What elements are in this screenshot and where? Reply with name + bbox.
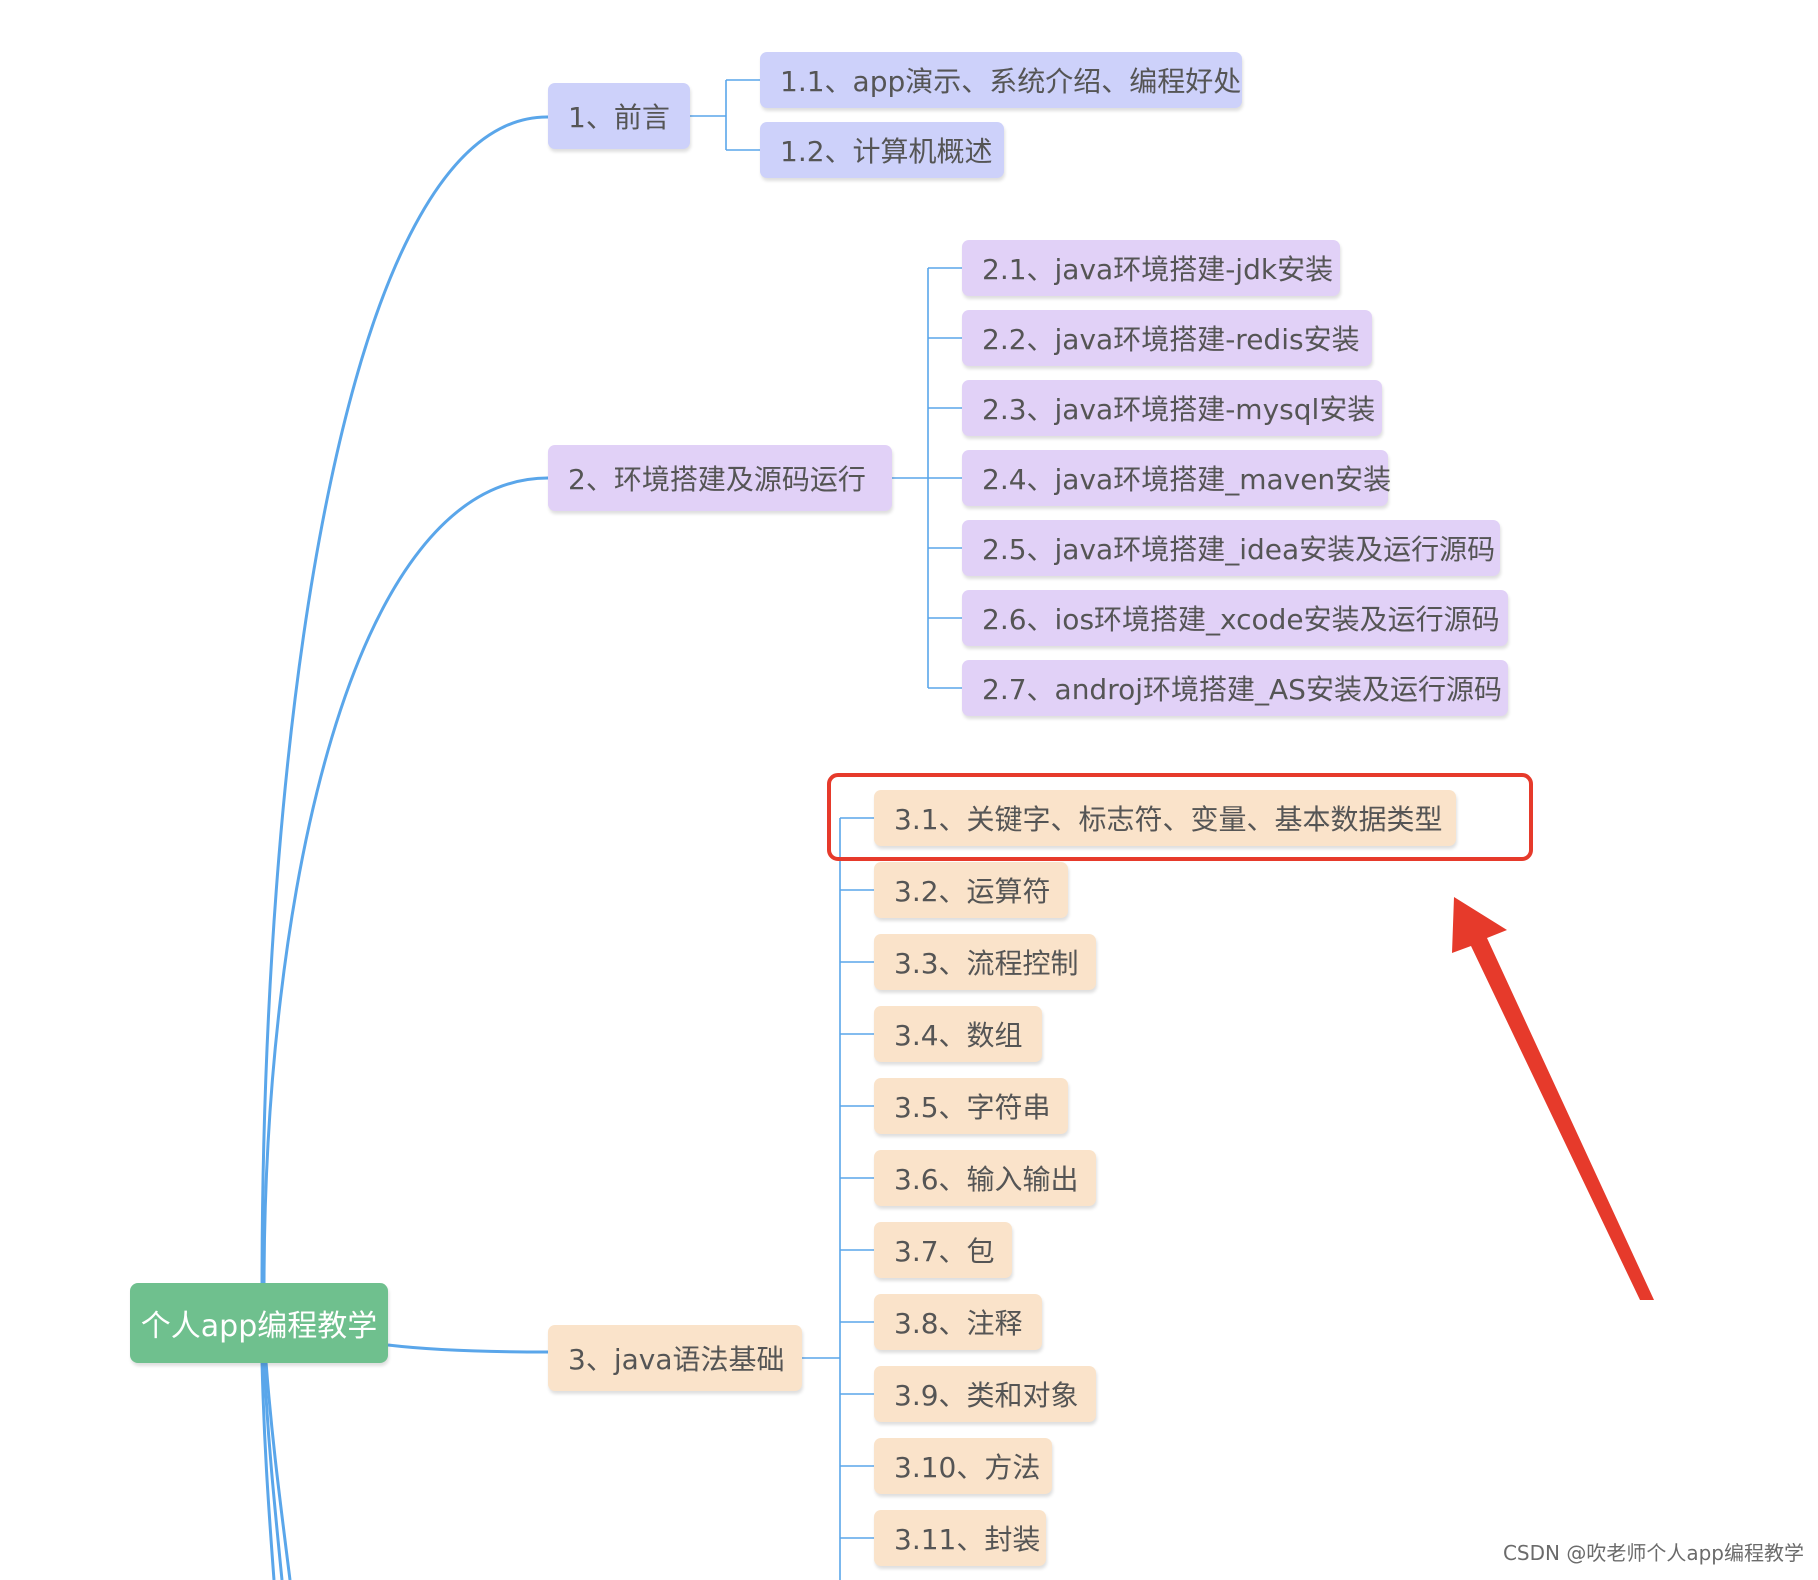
- topic-label: 1.1、app演示、系统介绍、编程好处: [780, 65, 1242, 98]
- topic-node-2-3[interactable]: 2.3、java环境搭建-mysql安装: [962, 380, 1382, 436]
- topic-node-3-1[interactable]: 3.1、关键字、标志符、变量、基本数据类型: [874, 790, 1456, 846]
- branch-connectors: [690, 79, 962, 1580]
- topic-label: 3.6、输入输出: [894, 1163, 1079, 1196]
- section-label: 2、环境搭建及源码运行: [568, 463, 866, 496]
- topic-node-3-7[interactable]: 3.7、包: [874, 1222, 1012, 1278]
- section-node-2[interactable]: 2、环境搭建及源码运行: [548, 445, 892, 511]
- topic-node-2-2[interactable]: 2.2、java环境搭建-redis安装: [962, 310, 1372, 366]
- red-arrow: [1452, 897, 1654, 1300]
- root-label: 个人app编程教学: [140, 1309, 378, 1344]
- topic-node-3-10[interactable]: 3.10、方法: [874, 1438, 1052, 1494]
- topic-label: 3.5、字符串: [894, 1091, 1051, 1124]
- topic-label: 2.2、java环境搭建-redis安装: [982, 323, 1360, 356]
- connector-root-to-section-1: [260, 115, 549, 1291]
- topic-node-2-6[interactable]: 2.6、ios环境搭建_xcode安装及运行源码: [962, 590, 1508, 646]
- topic-node-3-6[interactable]: 3.6、输入输出: [874, 1150, 1096, 1206]
- highlight-box: [827, 773, 1533, 861]
- root-node[interactable]: 个人app编程教学: [130, 1283, 388, 1363]
- section-node-1[interactable]: 1、前言: [548, 83, 690, 149]
- connector-root-down-1: [260, 1361, 276, 1580]
- topic-node-3-8[interactable]: 3.8、注释: [874, 1294, 1042, 1350]
- topic-label: 3.9、类和对象: [894, 1379, 1079, 1412]
- topic-label: 3.8、注释: [894, 1307, 1023, 1340]
- topic-label: 3.10、方法: [894, 1451, 1041, 1484]
- topic-node-3-9[interactable]: 3.9、类和对象: [874, 1366, 1096, 1422]
- topic-label: 3.7、包: [894, 1235, 995, 1268]
- topic-label: 2.5、java环境搭建_idea安装及运行源码: [982, 533, 1496, 566]
- topic-label: 3.4、数组: [894, 1019, 1023, 1052]
- topic-node-1-2[interactable]: 1.2、计算机概述: [760, 122, 1004, 178]
- topic-node-3-4[interactable]: 3.4、数组: [874, 1006, 1042, 1062]
- topic-label: 2.7、androj环境搭建_AS安装及运行源码: [982, 673, 1502, 706]
- topic-node-2-1[interactable]: 2.1、java环境搭建-jdk安装: [962, 240, 1340, 296]
- topic-node-3-5[interactable]: 3.5、字符串: [874, 1078, 1068, 1134]
- annotation-layer: [827, 773, 1654, 1300]
- topic-label: 3.3、流程控制: [894, 947, 1079, 980]
- topic-label: 2.4、java环境搭建_maven安装: [982, 463, 1392, 496]
- topic-label: 1.2、计算机概述: [780, 135, 993, 168]
- connector-root-to-section-2: [262, 476, 549, 1291]
- topic-node-1-1[interactable]: 1.1、app演示、系统介绍、编程好处: [760, 52, 1242, 108]
- topic-label: 2.1、java环境搭建-jdk安装: [982, 253, 1334, 286]
- topic-label: 3.11、封装: [894, 1523, 1041, 1556]
- topic-label: 3.1、关键字、标志符、变量、基本数据类型: [894, 803, 1443, 836]
- topic-node-3-2[interactable]: 3.2、运算符: [874, 862, 1068, 918]
- topic-node-3-3[interactable]: 3.3、流程控制: [874, 934, 1096, 990]
- topic-node-2-4[interactable]: 2.4、java环境搭建_maven安装: [962, 450, 1392, 506]
- section-node-3[interactable]: 3、java语法基础: [548, 1325, 802, 1391]
- topic-node-2-7[interactable]: 2.7、androj环境搭建_AS安装及运行源码: [962, 660, 1508, 716]
- topic-label: 2.6、ios环境搭建_xcode安装及运行源码: [982, 603, 1500, 636]
- connector-root-down-2: [262, 1361, 284, 1580]
- connector-root-to-section-3: [387, 1343, 549, 1354]
- topic-label: 3.2、运算符: [894, 875, 1051, 908]
- watermark: CSDN @吹老师个人app编程教学: [1502, 1541, 1804, 1565]
- topic-node-2-5[interactable]: 2.5、java环境搭建_idea安装及运行源码: [962, 520, 1500, 576]
- root-connectors: [260, 115, 549, 1580]
- topic-node-3-11[interactable]: 3.11、封装: [874, 1510, 1046, 1566]
- section-label: 3、java语法基础: [568, 1343, 785, 1376]
- connector-root-down-3: [264, 1361, 292, 1580]
- topic-label: 2.3、java环境搭建-mysql安装: [982, 393, 1376, 426]
- section-label: 1、前言: [568, 101, 670, 134]
